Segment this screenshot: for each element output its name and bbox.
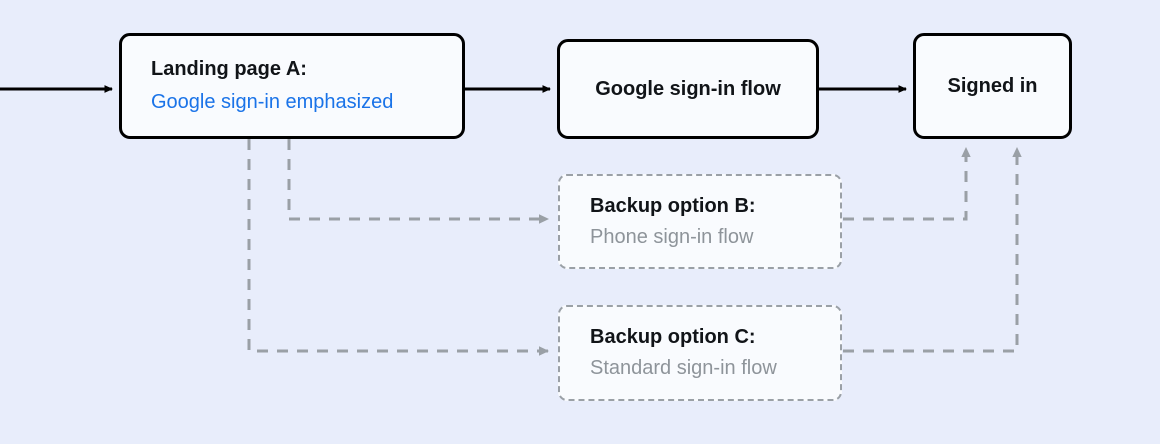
node-landing-page-a-title: Landing page A: [151,58,307,80]
edge-backup-c-to-signed-in [843,147,1022,353]
node-signed-in[interactable]: Signed in [913,33,1072,139]
node-backup-option-b-subtitle: Phone sign-in flow [590,225,754,248]
edge-landing-a-to-backup-b [287,139,549,224]
node-backup-option-b[interactable]: Backup option B: Phone sign-in flow [558,174,842,269]
edge-backup-b-to-signed-in [843,147,971,221]
node-landing-page-a[interactable]: Landing page A: Google sign-in emphasize… [119,33,465,139]
node-backup-option-c-subtitle: Standard sign-in flow [590,357,777,379]
node-landing-page-a-subtitle: Google sign-in emphasized [151,91,394,113]
node-backup-option-b-title: Backup option B: [590,194,756,217]
node-google-sign-in-flow-title: Google sign-in flow [595,77,781,100]
node-backup-option-c-title: Backup option C: [590,326,756,348]
node-signed-in-title: Signed in [947,74,1038,97]
edge-landing-a-to-backup-c [247,139,549,356]
node-backup-option-c[interactable]: Backup option C: Standard sign-in flow [558,305,842,401]
node-google-sign-in-flow[interactable]: Google sign-in flow [557,39,819,139]
